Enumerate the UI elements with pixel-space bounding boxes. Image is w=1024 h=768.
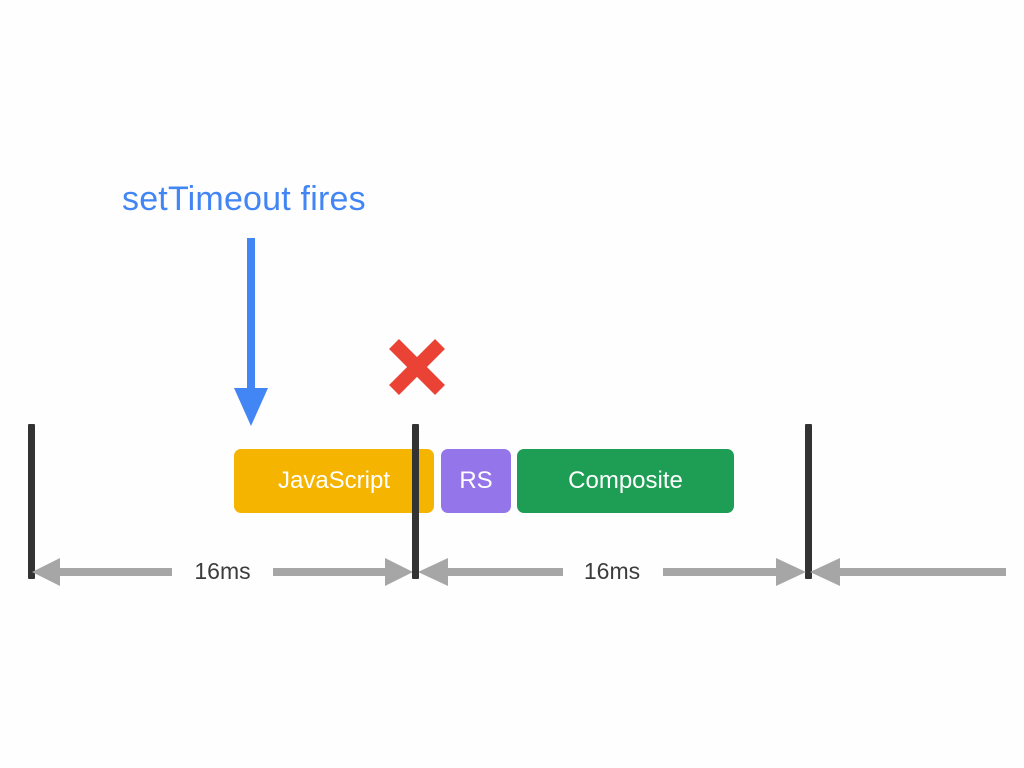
task-bar-label: Composite <box>568 467 683 494</box>
annotation-label: setTimeout fires <box>122 180 366 218</box>
timeline-tick-frame-end <box>805 424 812 579</box>
measure-segment-1: 16ms <box>32 556 413 588</box>
task-bar-composite[interactable]: Composite <box>517 449 734 513</box>
measure-segment-3: 16 <box>810 556 1024 588</box>
double-arrow-icon <box>418 558 806 586</box>
measure-label: 16ms <box>583 558 641 584</box>
timeline-tick-frame-boundary <box>412 424 419 579</box>
measure-segment-2: 16ms <box>418 556 806 588</box>
task-bar-label: JavaScript <box>277 467 391 494</box>
double-arrow-icon <box>810 558 1006 586</box>
task-bar-javascript[interactable]: JavaScript <box>234 449 434 513</box>
double-arrow-icon <box>32 558 413 586</box>
down-arrow-icon <box>228 238 274 428</box>
task-bar-rs[interactable]: RS <box>441 449 511 513</box>
task-bar-label: RS <box>459 467 493 494</box>
timeline-tick-frame-start <box>28 424 35 579</box>
red-x-icon <box>386 336 448 398</box>
measure-label: 16ms <box>194 558 251 584</box>
